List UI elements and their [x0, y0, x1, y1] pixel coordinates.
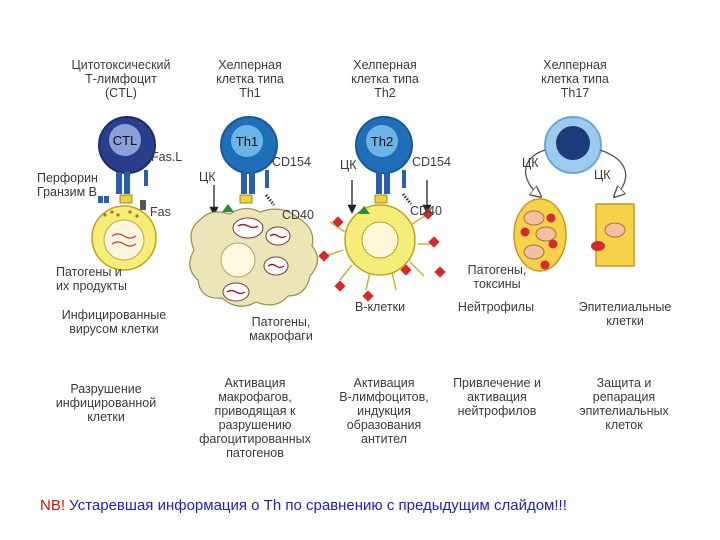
outcome-ctl: Разрушение инфицированной клетки [55, 382, 157, 424]
th17-ck-arrow-left [524, 149, 546, 196]
outcome-th1: Активация макрофагов, приводящая к разру… [199, 376, 311, 460]
fas-label: Fas [150, 205, 171, 219]
th17-title: Хелперная клетка типа Th17 [541, 58, 609, 100]
ctl-receptors [98, 170, 148, 210]
ctl-cell: CTL [98, 116, 156, 174]
th1-title: Хелперная клетка типа Th1 [216, 58, 284, 100]
epithelial-label: Эпителиальные клетки [578, 300, 672, 328]
cd154-label-1: CD154 [272, 155, 311, 169]
ck-label-1: ЦК [199, 170, 216, 184]
cd40-label-2: CD40 [410, 204, 442, 218]
th1-receptors [239, 170, 276, 206]
b-cell [325, 204, 436, 291]
cd154-label-2: CD154 [412, 155, 451, 169]
th17-ck-arrow-right [599, 149, 627, 196]
footer-note: NB! Устаревшая информация о Th по сравне… [40, 497, 690, 514]
th2-title: Хелперная клетка типа Th2 [351, 58, 419, 100]
outcome-th2: Активация В-лимфоцитов, индукция образов… [339, 376, 429, 446]
b-cells-label: В-клетки [354, 300, 406, 314]
outcome-neutrophils: Привлечение и активация нейтрофилов [453, 376, 541, 418]
ctl-title: Цитотоксический Т-лимфоцит (CTL) [71, 58, 171, 100]
infected-cells-label: Инфицированные вирусом клетки [61, 308, 167, 336]
nb-tag: NB! [40, 497, 66, 514]
neutrophil [513, 198, 567, 272]
ck-label-3: ЦК [522, 156, 539, 170]
perforin-label: Перфорин Гранзим В [37, 171, 98, 199]
pathogens-products-label: Патогены и их продукты [56, 265, 127, 293]
ck-label-2: ЦК [340, 158, 357, 172]
pathogen-toxins [318, 208, 446, 302]
outcome-th17: Защита и репарация эпителиальных клеток [579, 376, 669, 432]
pathogens-macrophages-label: Патогены, макрофаги [249, 315, 313, 343]
pathogens-toxins-label: Патогены, токсины [467, 263, 527, 291]
cd40-label-1: CD40 [282, 208, 314, 222]
macrophage [189, 204, 319, 307]
th2-cell-label: Th2 [371, 134, 393, 149]
fasl-label: Fas.L [151, 150, 183, 164]
footer-text: Устаревшая информация о Th по сравнению … [65, 497, 567, 514]
th2-cell: Th2 [355, 116, 413, 174]
ck-label-4: ЦК [594, 168, 611, 182]
infected-cell [91, 205, 157, 271]
th17-cell [544, 116, 602, 174]
th1-cell: Th1 [220, 116, 278, 174]
epithelial-cell [591, 203, 635, 267]
th2-receptors [374, 170, 413, 205]
th1-cell-label: Th1 [236, 134, 258, 149]
ctl-cell-label: CTL [113, 133, 138, 148]
neutrophils-label: Нейтрофилы [457, 300, 535, 314]
